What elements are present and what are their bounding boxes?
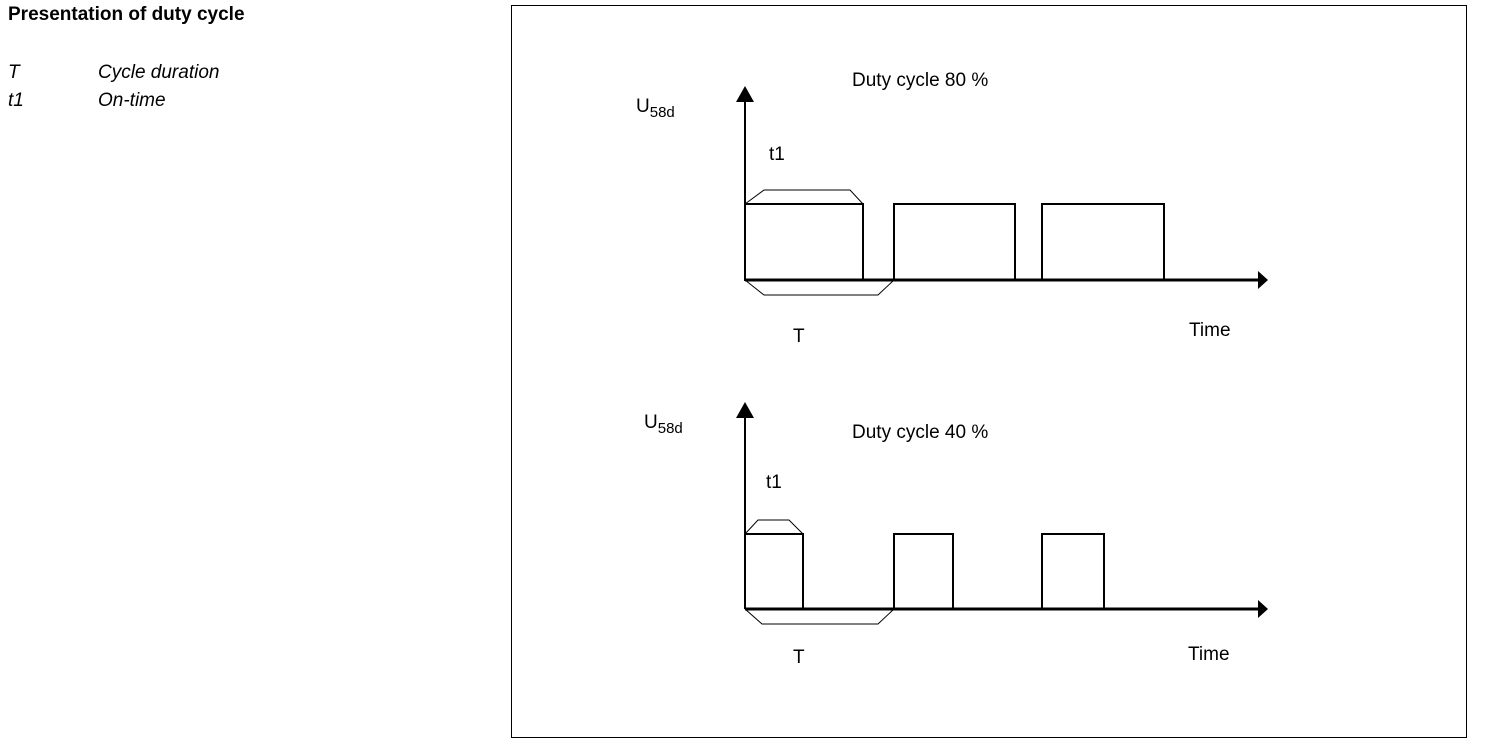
legend-symbol: T <box>8 62 20 83</box>
period-bracket <box>744 608 895 625</box>
duty-cycle-diagram: Duty cycle 80 % U58d t1 T Time Duty cycl… <box>636 70 1268 668</box>
diagram-80: Duty cycle 80 % U58d t1 T Time <box>636 70 1268 347</box>
pulse-signal <box>744 533 1105 610</box>
legend-description: Cycle duration <box>98 62 220 83</box>
legend-symbol: t1 <box>8 90 24 111</box>
legend: T Cycle duration t1 On-time <box>8 59 219 115</box>
y-axis-label-sub: 58d <box>658 420 683 437</box>
pulse-signal <box>744 203 1165 281</box>
t1-bracket <box>744 519 804 535</box>
y-axis-label: U58d <box>644 412 683 437</box>
legend-row: t1 On-time <box>8 87 219 115</box>
y-axis-label-sub: 58d <box>650 104 675 121</box>
y-axis-label-main: U <box>644 412 658 433</box>
y-axis-arrow <box>736 402 754 418</box>
t1-label: t1 <box>769 144 785 165</box>
y-axis-label: U58d <box>636 96 675 121</box>
t1-label: t1 <box>766 472 782 493</box>
y-axis-label-main: U <box>636 96 650 117</box>
period-label: T <box>793 647 805 668</box>
diagram-title: Duty cycle 80 % <box>852 70 988 91</box>
x-axis-arrow <box>1258 271 1268 289</box>
period-label: T <box>793 326 805 347</box>
y-axis-arrow <box>736 86 754 102</box>
t1-bracket <box>744 189 864 205</box>
page-title: Presentation of duty cycle <box>8 4 245 25</box>
diagram-title: Duty cycle 40 % <box>852 422 988 443</box>
x-axis-label: Time <box>1189 320 1231 341</box>
x-axis-label: Time <box>1188 644 1230 665</box>
legend-row: T Cycle duration <box>8 59 219 87</box>
diagram-panel: Duty cycle 80 % U58d t1 T Time Duty cycl… <box>511 5 1467 738</box>
diagram-40: Duty cycle 40 % U58d t1 T Time <box>644 402 1268 668</box>
period-bracket <box>744 279 895 296</box>
legend-description: On-time <box>98 90 166 111</box>
x-axis-arrow <box>1258 600 1268 618</box>
